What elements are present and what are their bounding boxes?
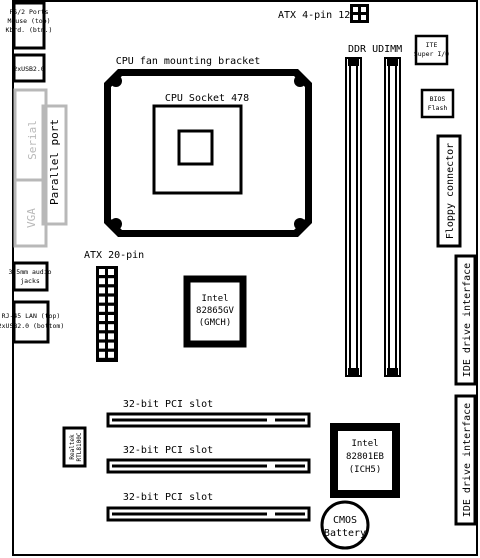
- atx20-pin: [99, 333, 105, 340]
- ide2-label: IDE drive interface: [462, 403, 473, 517]
- cpu-die: [177, 129, 214, 166]
- atx20-label: ATX 20-pin: [84, 250, 144, 261]
- atx20-pin: [99, 324, 105, 331]
- atx-4pin-connector: ATX 4-pin 12V: [278, 4, 369, 23]
- atx20-pin: [108, 324, 114, 331]
- ide-interface-1: IDE drive interface: [454, 254, 477, 386]
- ps2-label-2: Mouse (top): [7, 17, 50, 25]
- ite-super-io-chip: ITE Super I/O: [414, 34, 449, 66]
- atx20-pin: [108, 287, 114, 294]
- cmos-label-2: Battery: [324, 528, 366, 539]
- audio-label-2: jacks: [20, 277, 40, 285]
- parallel-port: Parallel port: [41, 104, 68, 226]
- atx20-pin: [99, 278, 105, 285]
- atx20-pin: [108, 305, 114, 312]
- audio-jacks: 3.5mm audio jacks: [8, 261, 52, 292]
- ddr-label: DDR UDIMM: [348, 44, 402, 55]
- gmch-label-3: (GMCH): [199, 318, 232, 328]
- ps2-label-3: Kbrd. (btm.): [6, 26, 53, 34]
- atx20-pin: [99, 342, 105, 349]
- serial-label: Serial: [26, 120, 39, 160]
- ich-label-3: (ICH5): [349, 465, 382, 475]
- atx20-pin: [108, 342, 114, 349]
- atx20-pin: [108, 269, 114, 275]
- usb-top-label: 2xUSB2.0: [13, 65, 44, 73]
- atx20-pin: [99, 305, 105, 312]
- bios-label-2: Flash: [428, 104, 448, 112]
- pci1-label: 32-bit PCI slot: [123, 399, 213, 410]
- parallel-label: Parallel port: [48, 119, 61, 205]
- atx20-pin: [99, 287, 105, 294]
- ps2-ports: PS/2 Ports Mouse (top) Kbrd. (btm.): [6, 1, 53, 50]
- vga-label: VGA: [25, 208, 38, 228]
- ite-label-2: Super I/O: [414, 50, 449, 58]
- ich5-chip: Intel 82801EB (ICH5): [330, 423, 400, 498]
- cpu-fan-bracket: CPU fan mounting bracket CPU Socket 478: [104, 56, 312, 237]
- vga-port: VGA: [13, 178, 48, 248]
- ich-label-1: Intel: [351, 439, 378, 449]
- pci-slot-1: 32-bit PCI slot: [106, 399, 311, 428]
- usb-ports-top: 2xUSB2.0: [12, 53, 46, 83]
- cmos-label-1: CMOS: [333, 515, 357, 526]
- cpu-socket-label: CPU Socket 478: [165, 93, 249, 104]
- atx20-pin: [108, 278, 114, 285]
- atx20-pin: [108, 351, 114, 358]
- atx20-pin: [99, 269, 105, 275]
- audio-label-1: 3.5mm audio: [8, 268, 51, 276]
- atx-20pin-connector: ATX 20-pin: [84, 250, 144, 362]
- atx20-pin: [108, 315, 114, 321]
- ite-label-1: ITE: [426, 41, 438, 49]
- pci3-label: 32-bit PCI slot: [123, 492, 213, 503]
- ide1-label: IDE drive interface: [462, 263, 473, 377]
- ddr-udimm-slots: DDR UDIMM: [345, 44, 402, 377]
- bios-flash-chip: BIOS Flash: [420, 88, 455, 119]
- lan-label-1: RJ-45 LAN (top): [2, 312, 61, 320]
- lan-label-2: 2xUSB2.0 (bottom): [0, 322, 64, 330]
- atx4-label: ATX 4-pin 12V: [278, 10, 356, 21]
- atx20-pin: [99, 315, 105, 321]
- gmch-label-2: 82865GV: [196, 306, 235, 316]
- atx20-pin: [99, 351, 105, 358]
- atx20-pin: [108, 333, 114, 340]
- pci-slot-3: 32-bit PCI slot: [106, 492, 311, 522]
- atx20-pins: [99, 269, 114, 358]
- atx20-pin: [108, 296, 114, 303]
- ide-interface-2: IDE drive interface: [454, 394, 477, 526]
- gmch-chip: Intel 82865GV (GMCH): [183, 275, 247, 348]
- floppy-label: Floppy connector: [445, 143, 456, 239]
- floppy-connector: Floppy connector: [436, 134, 462, 248]
- pci-slot-2: 32-bit PCI slot: [106, 445, 311, 474]
- realtek-label-1: Realtek: [69, 434, 76, 460]
- cmos-battery: CMOS Battery: [320, 500, 370, 550]
- gmch-label-1: Intel: [201, 294, 228, 304]
- realtek-label-2: RTL8100C: [76, 432, 83, 461]
- bios-label-1: BIOS: [430, 95, 446, 103]
- ich-label-2: 82801EB: [346, 452, 384, 462]
- lan-usb-ports: RJ-45 LAN (top) 2xUSB2.0 (bottom): [0, 300, 64, 344]
- pci2-label: 32-bit PCI slot: [123, 445, 213, 456]
- cpu-bracket-label: CPU fan mounting bracket: [116, 56, 261, 67]
- realtek-lan-chip: Realtek RTL8100C: [62, 426, 87, 468]
- atx20-pin: [99, 296, 105, 303]
- ps2-label-1: PS/2 Ports: [9, 8, 48, 16]
